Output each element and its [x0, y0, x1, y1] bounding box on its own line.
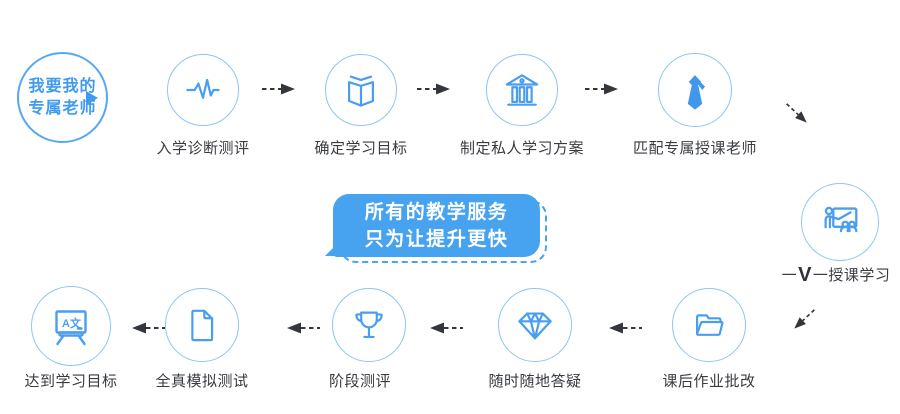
document-icon [191, 309, 214, 342]
teacher-blackboard-icon [824, 206, 858, 233]
step-circle-learning-goal [325, 54, 397, 126]
step-label-learning-goal: 确定学习目标 [314, 140, 408, 157]
step-label-reach-goal: 达到学习目标 [24, 373, 118, 390]
step-label-homework-correction: 课后作业批改 [662, 373, 756, 390]
start-badge-line2: 专属老师 [28, 99, 97, 117]
step-circle-private-plan [486, 54, 558, 126]
step-label-stage-assessment: 阶段测评 [328, 373, 391, 390]
step-label-one-on-one: 一V一授课学习 [736, 264, 900, 287]
dashed-arrow-left-icon [607, 322, 643, 334]
step-label-match-teacher: 匹配专属授课老师 [632, 140, 757, 157]
one-on-one-suffix: 一授课学习 [812, 267, 891, 284]
dashed-arrow-down-left-icon [789, 305, 818, 334]
slogan-line1: 所有的教学服务 [364, 201, 509, 223]
dashed-arrow-left-icon [285, 322, 321, 334]
step-label-mock-test: 全真模拟测试 [155, 373, 249, 390]
step-circle-homework-correction [672, 288, 746, 362]
dashed-arrow-right-icon [584, 83, 620, 95]
step-circle-qa-anytime [498, 288, 572, 362]
open-folder-icon [695, 314, 724, 336]
trophy-icon [355, 311, 383, 339]
dashed-arrow-down-right-icon [782, 99, 811, 128]
blackboard-text: A文 [62, 316, 82, 330]
pulse-icon [186, 78, 220, 99]
dashed-arrow-left-icon [130, 322, 166, 334]
one-on-one-prefix: 一 [781, 267, 798, 284]
play-triangle-icon [86, 90, 98, 105]
step-circle-diagnostic-test [167, 54, 239, 126]
step-label-private-plan: 制定私人学习方案 [459, 140, 584, 157]
step-label-qa-anytime: 随时随地答疑 [488, 373, 582, 390]
step-circle-stage-assessment [332, 288, 406, 362]
blackboard-easel-icon: A文 [55, 310, 87, 346]
one-on-one-v: V [798, 264, 812, 286]
dashed-arrow-right-icon [416, 83, 452, 95]
dashed-arrow-right-icon [261, 83, 297, 95]
tie-icon [687, 75, 706, 110]
open-book-icon [347, 75, 375, 107]
step-circle-reach-goal: A文 [31, 286, 111, 366]
start-badge: 我要我的 专属老师 [17, 52, 108, 143]
step-circle-mock-test [165, 288, 239, 362]
bank-icon [505, 74, 539, 106]
diamond-icon [518, 312, 552, 340]
step-circle-one-on-one [801, 183, 879, 261]
start-badge-line1: 我要我的 [28, 77, 97, 95]
step-label-diagnostic-test: 入学诊断测评 [156, 140, 250, 157]
dashed-arrow-left-icon [428, 322, 464, 334]
step-circle-match-teacher [658, 53, 732, 127]
slogan-bubble: 所有的教学服务 只为让提升更快 [325, 194, 540, 257]
slogan-line2: 只为让提升更快 [364, 228, 509, 250]
bubble-tail [325, 241, 340, 256]
